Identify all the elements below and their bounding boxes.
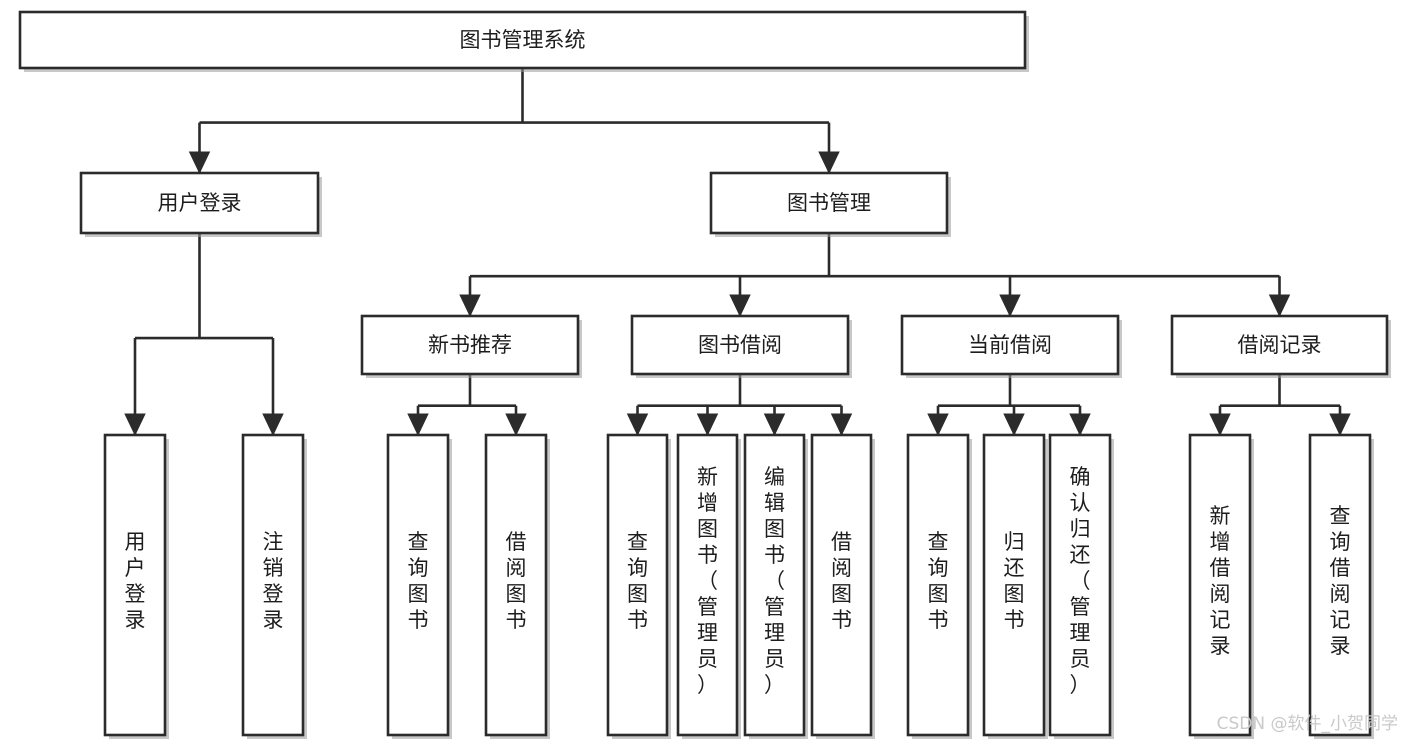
node-leaf-cur-confirm[interactable]: 确认归还（管理员） xyxy=(1048,433,1114,739)
node-leaf-rec-query[interactable]: 查询图书 xyxy=(386,433,452,739)
node-leaf-borrow-do[interactable]: 借阅图书 xyxy=(810,433,875,739)
edge-group-new-book-rec xyxy=(407,374,527,436)
edge-group-user-login xyxy=(124,233,284,436)
edge-group-root xyxy=(188,68,840,174)
node-leaf-logout[interactable]: 注销登录 xyxy=(241,433,307,739)
node-label: 新增借阅记录 xyxy=(1210,504,1231,658)
node-label: 归还图书 xyxy=(1004,530,1025,632)
node-label: 图书管理系统 xyxy=(460,28,586,52)
node-label: 图书借阅 xyxy=(698,333,782,357)
node-label: 图书管理 xyxy=(787,191,871,215)
node-label: 注销登录 xyxy=(263,530,284,632)
node-label: 新增图书（管理员） xyxy=(697,465,718,697)
edges-layer xyxy=(124,68,1351,436)
node-root[interactable]: 图书管理系统 xyxy=(18,10,1029,72)
node-leaf-rec-add[interactable]: 新增借阅记录 xyxy=(1188,433,1254,739)
nodes-layer: 图书管理系统用户登录图书管理新书推荐图书借阅当前借阅借阅记录用户登录注销登录查询… xyxy=(18,10,1391,739)
node-leaf-borrow-add[interactable]: 新增图书（管理员） xyxy=(676,433,741,739)
node-label: 借阅图书 xyxy=(506,530,527,632)
node-label: 用户登录 xyxy=(158,191,242,215)
edge-group-book-manage xyxy=(459,233,1291,317)
node-leaf-cur-query[interactable]: 查询图书 xyxy=(906,433,972,739)
node-new-book-rec[interactable]: 新书推荐 xyxy=(360,314,582,378)
node-label: 查询图书 xyxy=(408,530,429,632)
node-label: 借阅图书 xyxy=(831,530,852,632)
node-current-borrow[interactable]: 当前借阅 xyxy=(900,314,1122,378)
node-label: 新书推荐 xyxy=(428,333,512,357)
node-label: 编辑图书（管理员） xyxy=(764,465,785,697)
edge-group-current-borrow xyxy=(927,374,1091,436)
node-label: 借阅记录 xyxy=(1238,333,1322,357)
node-leaf-borrow-query[interactable]: 查询图书 xyxy=(606,433,671,739)
node-user-login[interactable]: 用户登录 xyxy=(79,171,322,237)
edge-group-book-borrow xyxy=(626,374,853,436)
node-label: 查询图书 xyxy=(928,530,949,632)
node-book-borrow[interactable]: 图书借阅 xyxy=(630,314,852,378)
edge-group-borrow-record xyxy=(1209,374,1351,436)
node-leaf-cur-return[interactable]: 归还图书 xyxy=(982,433,1048,739)
node-label: 用户登录 xyxy=(125,530,146,632)
node-leaf-rec-search[interactable]: 查询借阅记录 xyxy=(1308,433,1374,739)
node-label: 确认归还（管理员） xyxy=(1070,465,1091,697)
node-leaf-rec-borrow[interactable]: 借阅图书 xyxy=(484,433,550,739)
node-book-manage[interactable]: 图书管理 xyxy=(709,171,951,237)
node-borrow-record[interactable]: 借阅记录 xyxy=(1170,314,1391,378)
node-label: 查询借阅记录 xyxy=(1330,504,1351,658)
node-leaf-borrow-edit[interactable]: 编辑图书（管理员） xyxy=(743,433,808,739)
node-label: 查询图书 xyxy=(627,530,648,632)
node-label: 当前借阅 xyxy=(968,333,1052,357)
node-leaf-user-login[interactable]: 用户登录 xyxy=(103,433,169,739)
csdn-watermark: CSDN @软件_小贺同学 xyxy=(1217,714,1398,734)
